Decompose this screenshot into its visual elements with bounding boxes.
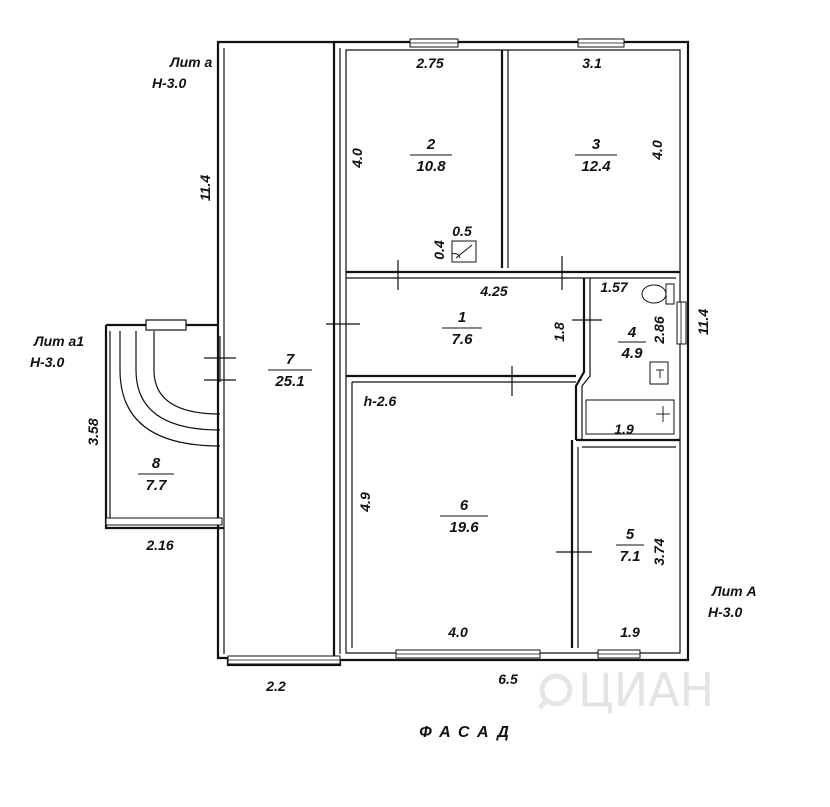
- cian-logo-icon: [538, 673, 573, 710]
- room-5-area: 7.1: [620, 548, 641, 565]
- dim-2-16: 2.16: [145, 537, 173, 553]
- dim-1-8: 1.8: [551, 322, 567, 342]
- room-8-number: 8: [152, 455, 161, 472]
- dim-2-2: 2.2: [265, 678, 286, 694]
- toilet-icon: [641, 283, 675, 305]
- room-7-area: 25.1: [274, 373, 304, 390]
- dim-4-9: 4.9: [357, 492, 373, 513]
- lit-labels: Лит а Н-3.0 Лит а1 Н-3.0 Лит А Н-3.0: [30, 54, 757, 620]
- room-7-number: 7: [286, 351, 295, 368]
- dim-3-74: 3.74: [651, 538, 667, 565]
- windows: [105, 38, 687, 665]
- lit-a1-height: Н-3.0: [30, 354, 64, 370]
- lit-a-height: Н-3.0: [152, 75, 186, 91]
- porch-lit-a1: [104, 319, 224, 530]
- sink-icon: [649, 361, 669, 385]
- room-3-area: 12.4: [581, 158, 611, 175]
- dim-0-4: 0.4: [431, 240, 447, 260]
- room-4-number: 4: [627, 324, 637, 341]
- dim-3-1: 3.1: [582, 55, 602, 71]
- lit-a-label: Лит а: [169, 54, 213, 70]
- dim-11-4-left: 11.4: [197, 175, 213, 201]
- dim-6-5: 6.5: [498, 671, 518, 687]
- room-labels: 2 10.8 3 12.4 1 7.6 4 4.9 6 19.6 5 7.1 7…: [146, 136, 644, 565]
- lit-A-height: Н-3.0: [708, 604, 742, 620]
- dim-1-9-bottom: 1.9: [620, 624, 640, 640]
- dim-2-75: 2.75: [415, 55, 443, 71]
- dim-1-57: 1.57: [600, 279, 628, 295]
- door-marks: [204, 256, 602, 553]
- dim-2-86: 2.86: [651, 316, 667, 344]
- outer-walls: [216, 40, 690, 667]
- dim-h-2-6: h-2.6: [364, 393, 397, 409]
- room-8-area: 7.7: [146, 477, 168, 494]
- room-fraction-lines: [138, 154, 646, 546]
- dim-0-5: 0.5: [452, 223, 472, 239]
- lit-a1-label: Лит а1: [33, 333, 84, 349]
- dim-4-0-room2: 4.0: [349, 148, 365, 169]
- room-2-number: 2: [426, 136, 436, 153]
- dim-4-0-bottom: 4.0: [447, 624, 468, 640]
- watermark-text: ЦИАН: [578, 663, 714, 717]
- room-1-area: 7.6: [452, 331, 474, 348]
- lit-A-label: Лит А: [711, 583, 757, 599]
- room-4-area: 4.9: [621, 345, 644, 362]
- room-3-number: 3: [592, 136, 601, 153]
- dim-11-4-right: 11.4: [695, 309, 711, 335]
- interior-walls: [346, 50, 680, 648]
- dimension-labels: 2.75 3.1 4.0 4.0 11.4 11.4 0.5 0.4 4.25 …: [85, 55, 711, 694]
- room-6-area: 19.6: [449, 519, 479, 536]
- bathtub-icon: [585, 399, 675, 435]
- room-6-number: 6: [460, 497, 469, 514]
- dim-1-9-top: 1.9: [614, 421, 634, 437]
- dim-4-25: 4.25: [479, 283, 507, 299]
- dim-4-0-room3: 4.0: [649, 140, 665, 161]
- room-5-number: 5: [626, 526, 635, 543]
- room-1-number: 1: [458, 309, 466, 326]
- room-2-area: 10.8: [416, 158, 446, 175]
- dim-3-58: 3.58: [85, 418, 101, 445]
- facade-label: ФАСАД: [419, 724, 517, 741]
- stove-icon: [451, 240, 477, 263]
